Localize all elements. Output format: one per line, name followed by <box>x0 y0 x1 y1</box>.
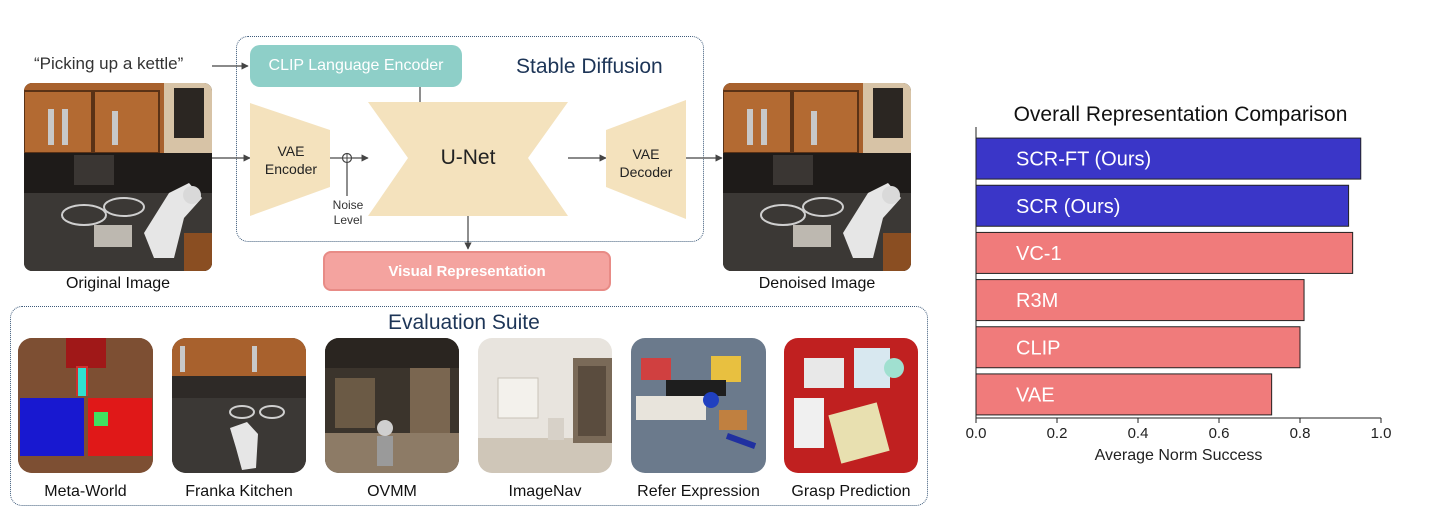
eval-thumb-imagenav <box>478 338 612 473</box>
eval-label-ovmm: OVMM <box>315 483 469 501</box>
x-tick-label-0: 0.0 <box>966 425 987 442</box>
denoised-image <box>723 83 911 271</box>
bar-label-3: R3M <box>1016 290 1058 312</box>
eval-label-imagenav: ImageNav <box>468 483 622 501</box>
x-tick-label-2: 0.4 <box>1128 425 1149 442</box>
original-image-caption: Original Image <box>24 275 212 293</box>
eval-label-meta-world: Meta-World <box>8 483 163 501</box>
eval-thumb-meta-world <box>18 338 153 473</box>
vae-encoder-label: VAE Encoder <box>256 142 326 178</box>
unet-label: U-Net <box>418 146 518 170</box>
eval-label-grasp-prediction: Grasp Prediction <box>774 483 928 501</box>
vae-decoder-label: VAE Decoder <box>610 145 682 181</box>
original-image <box>24 83 212 271</box>
denoised-image-caption: Denoised Image <box>723 275 911 293</box>
x-tick-label-5: 1.0 <box>1371 425 1392 442</box>
eval-thumb-ovmm <box>325 338 459 473</box>
chart-title: Overall Representation Comparison <box>1014 103 1348 126</box>
x-axis-label: Average Norm Success <box>1095 447 1263 464</box>
x-tick-label-1: 0.2 <box>1047 425 1068 442</box>
bar-label-1: SCR (Ours) <box>1016 196 1120 218</box>
noise-level-label: Noise Level <box>326 198 370 228</box>
eval-thumb-franka-kitchen <box>172 338 306 473</box>
evaluation-suite-title: Evaluation Suite <box>388 311 540 335</box>
pipeline-diagram: “Picking up a kettle” Stable Diffusion C… <box>0 0 940 300</box>
visual-representation-label: Visual Representation <box>388 263 545 280</box>
eval-thumb-refer-expression <box>631 338 766 473</box>
bar-label-0: SCR-FT (Ours) <box>1016 149 1151 171</box>
eval-thumb-grasp-prediction <box>784 338 918 473</box>
x-tick-label-3: 0.6 <box>1209 425 1230 442</box>
bar-label-2: VC-1 <box>1016 243 1062 265</box>
x-tick-label-4: 0.8 <box>1290 425 1311 442</box>
visual-representation-box: Visual Representation <box>323 251 611 291</box>
representation-comparison-chart: Overall Representation ComparisonSCR-FT … <box>940 90 1420 470</box>
bar-label-4: CLIP <box>1016 337 1060 359</box>
bar-label-5: VAE <box>1016 384 1055 406</box>
eval-label-franka-kitchen: Franka Kitchen <box>162 483 316 501</box>
eval-label-refer-expression: Refer Expression <box>621 483 776 501</box>
